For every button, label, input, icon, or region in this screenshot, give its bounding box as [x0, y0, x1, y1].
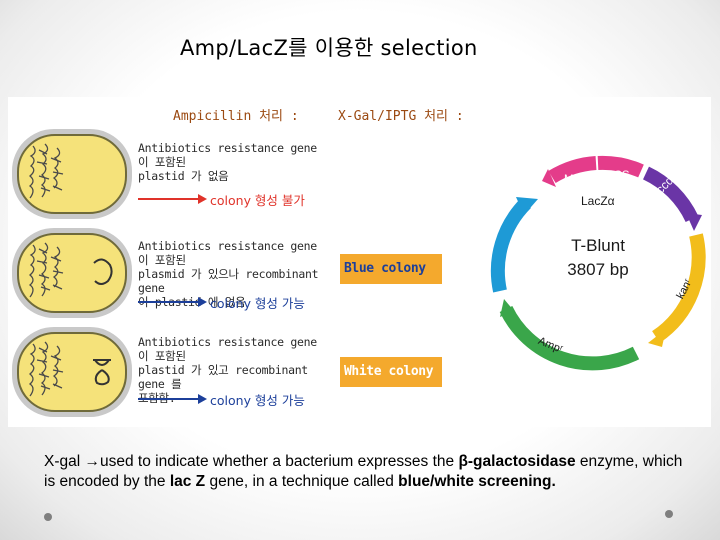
right-arrow-icon: →: [84, 453, 101, 470]
white-colony-label: White colony: [340, 357, 442, 387]
row2-arrow-head-icon: [198, 297, 207, 307]
caption-xgal: X-gal: [44, 453, 85, 470]
bacteria-cluster-icon: [28, 143, 64, 199]
t-blunt-plasmid-map: MCS MCS LacZα ccdB kanʳ Ampʳ pUC origin …: [490, 155, 706, 371]
caption-text-3: gene, in a technique called: [205, 473, 399, 490]
petri-dish-2: [12, 228, 132, 318]
caption-period: .: [551, 473, 556, 490]
caption-text-1: used to indicate whether a bacterium exp…: [100, 453, 459, 470]
bacteria-cluster-icon: [28, 341, 64, 397]
caption-beta-gal: β-galactosidase: [458, 453, 576, 470]
bacteria-cluster-icon: [28, 242, 64, 298]
selection-figure: Ampicillin 처리 : X-Gal/IPTG 처리 : Antibiot…: [8, 97, 711, 427]
row2-description: Antibiotics resistance gene 이 포함된 plasmi…: [138, 239, 319, 309]
row1-description: Antibiotics resistance gene 이 포함된 plasti…: [138, 141, 317, 183]
petri-dish-3: [12, 327, 132, 417]
ampicillin-header: Ampicillin 처리 :: [173, 109, 299, 124]
row3-arrow: [138, 398, 200, 400]
plasmid-icon: [93, 258, 113, 285]
row3-colony-text: colony 형성 가능: [210, 393, 305, 408]
xgal-iptg-header: X-Gal/IPTG 처리 :: [338, 109, 464, 124]
caption-blue-white: blue/white screening: [398, 473, 552, 490]
mcs-left-label: MCS: [564, 174, 590, 186]
row2-arrow: [138, 301, 200, 303]
mcs-right-label: MCS: [604, 170, 630, 182]
recombinant-plasmid-icon: [93, 359, 111, 386]
row1-arrow: [138, 198, 200, 200]
row3-description: Antibiotics resistance gene 이 포함된 plasti…: [138, 335, 317, 405]
caption-text-2: enzyme, which is encoded by the: [44, 453, 683, 490]
row1-arrow-head-icon: [198, 194, 207, 204]
slide-bullet-right: [665, 510, 673, 518]
plasmid-name: T-Blunt: [571, 236, 625, 255]
blue-colony-label: Blue colony: [340, 254, 442, 284]
petri-dish-1: [12, 129, 132, 219]
slide-title: Amp/LacZ를 이용한 selection: [180, 36, 478, 60]
plasmid-size: 3807 bp: [567, 260, 628, 279]
caption-lacz: lac Z: [169, 473, 206, 490]
slide-bullet-left: [44, 513, 52, 521]
puc-origin-arrow-icon: [516, 197, 538, 215]
row3-arrow-head-icon: [198, 394, 207, 404]
row1-colony-text: colony 형성 불가: [210, 193, 305, 208]
row2-colony-text: colony 형성 가능: [210, 296, 305, 311]
caption-paragraph: X-gal →used to indicate whether a bacter…: [44, 452, 684, 492]
lacz-label: LacZα: [581, 194, 615, 208]
